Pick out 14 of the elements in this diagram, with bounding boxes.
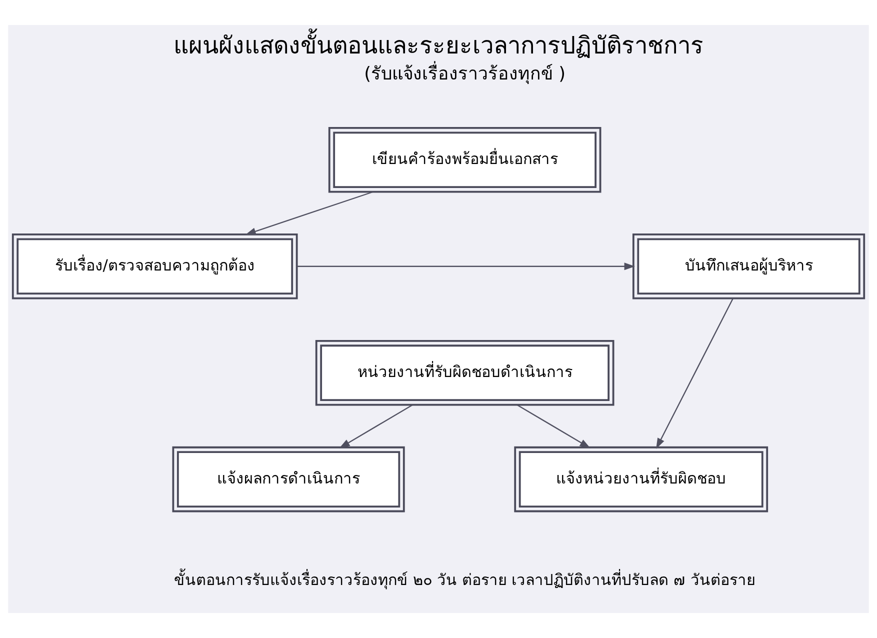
node-box: แจ้งผลการดำเนินการ: [172, 446, 405, 512]
diagram-title: แผนผังแสดงขั้นตอนและระยะเวลาการปฏิบัติราชการ: [174, 31, 704, 60]
node-box: บันทึกเสนอผู้บริหาร: [632, 233, 866, 300]
node-box: แจ้งหน่วยงานที่รับผิดชอบ: [514, 446, 768, 512]
arrow: [516, 404, 590, 448]
node-box: หน่วยงานที่รับผิดชอบดำเนินการ: [315, 340, 614, 406]
arrow: [245, 191, 374, 235]
caption: ขั้นตอนการรับแจ้งเรื่องราวร้องทุกข์ ๒๐ วัน ต่อราย เวลาปฏิบัติงานที่ปรับลด ๗ วันต่อราย: [174, 571, 756, 590]
node-box: เขียนคำร้องพร้อมยื่นเอกสาร: [328, 126, 602, 193]
arrow: [296, 262, 635, 270]
label: (รับแจ้งเรื่องราวร้องทุกข์ ): [364, 64, 566, 84]
node-box: รับเรื่อง/ตรวจสอบความถูกต้อง: [12, 233, 298, 300]
arrow: [656, 298, 734, 449]
arrow: [339, 404, 413, 448]
